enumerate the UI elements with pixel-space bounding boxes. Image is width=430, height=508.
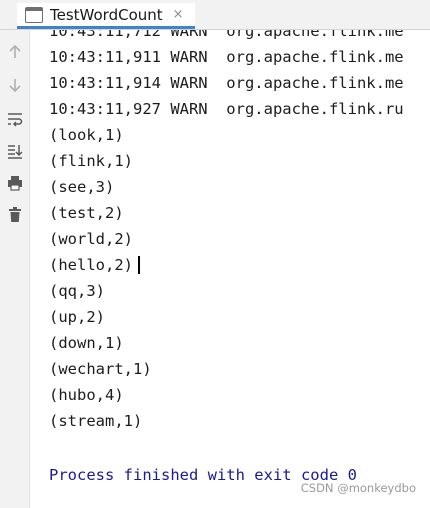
console-window-icon (25, 6, 43, 23)
up-button[interactable] (5, 42, 25, 62)
tab-title: TestWordCount (50, 5, 163, 24)
output-line: (flink,1) (49, 152, 133, 170)
log-line: 10:43:11,914 WARN org.apache.flink.me (49, 74, 404, 92)
soft-wrap-button[interactable] (5, 109, 25, 129)
watermark: CSDN @monkeydbo (300, 481, 416, 495)
output-line: (stream,1) (49, 412, 143, 430)
output-line: (wechart,1) (49, 360, 152, 378)
output-line: (see,3) (49, 178, 115, 196)
arrow-up-icon (9, 44, 21, 58)
down-button[interactable] (5, 75, 25, 95)
print-button[interactable] (5, 173, 25, 193)
console-output[interactable]: 10:43:11,712 WARN org.apache.flink.me 10… (30, 30, 430, 508)
print-icon (8, 176, 22, 191)
log-line: 10:43:11,911 WARN org.apache.flink.me (49, 48, 404, 66)
arrow-down-icon (9, 79, 21, 93)
output-line: (test,2) (49, 204, 124, 222)
tab-testwordcount[interactable]: TestWordCount × (17, 3, 195, 29)
log-line: 10:43:11,712 WARN org.apache.flink.me (49, 30, 404, 40)
console-toolbar (0, 30, 30, 508)
editor-tab-bar: TestWordCount × (0, 0, 430, 30)
scroll-to-end-icon (8, 145, 23, 159)
exit-message: Process finished with exit code 0 (49, 466, 357, 484)
close-icon[interactable]: × (172, 7, 184, 22)
clear-all-button[interactable] (5, 205, 25, 225)
output-line: (hubo,4) (49, 386, 124, 404)
output-line: (hello,2) (49, 256, 133, 274)
output-line: (look,1) (49, 126, 124, 144)
text-caret (138, 256, 140, 274)
log-line: 10:43:11,927 WARN org.apache.flink.ru (49, 100, 404, 118)
soft-wrap-icon (8, 113, 23, 127)
output-line: (up,2) (49, 308, 105, 326)
output-line: (qq,3) (49, 282, 105, 300)
trash-icon (9, 207, 21, 222)
scroll-to-end-button[interactable] (5, 141, 25, 161)
output-line: (world,2) (49, 230, 133, 248)
output-line: (down,1) (49, 334, 124, 352)
